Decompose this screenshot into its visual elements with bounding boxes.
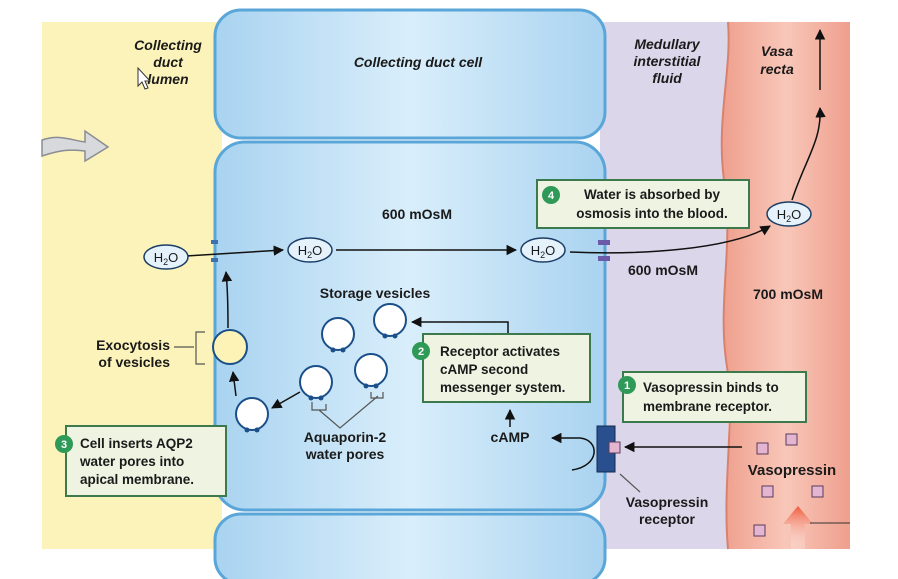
svg-text:H2O: H2O xyxy=(531,243,556,260)
h2o-blood: H2O xyxy=(766,201,812,227)
receptor-pointer xyxy=(619,473,641,493)
exocytosis-arrow-2 xyxy=(221,270,233,329)
water-arrow-3 xyxy=(569,225,771,254)
blood-flow-arrow-1 xyxy=(791,106,826,201)
svg-text:4: 4 xyxy=(548,190,555,202)
h2o-cell-1: H2O xyxy=(287,237,333,263)
vesicle-move-arrow xyxy=(271,391,301,409)
blood-osmolarity: 700 mOsM xyxy=(753,286,823,302)
svg-text:3: 3 xyxy=(61,439,67,451)
vasopressin-molecules xyxy=(753,433,824,537)
svg-text:2: 2 xyxy=(418,346,424,358)
svg-text:H2O: H2O xyxy=(777,207,802,224)
svg-text:H2O: H2O xyxy=(154,250,179,267)
vesicle xyxy=(299,365,333,401)
water-arrow-1 xyxy=(185,245,285,257)
fusing-vesicle xyxy=(212,329,248,365)
exocytosis-bracket xyxy=(174,331,205,365)
cell-label: Collecting duct cell xyxy=(354,54,483,70)
interstitial-osmolarity: 600 mOsM xyxy=(628,262,698,278)
vasa-recta-wall xyxy=(720,21,731,550)
h2o-cell-2: H2O xyxy=(520,237,566,263)
vesicle xyxy=(373,303,407,339)
svg-text:H2O: H2O xyxy=(298,243,323,260)
upper-cell xyxy=(213,8,607,140)
h2o-lumen: H2O xyxy=(143,244,189,270)
svg-text:1: 1 xyxy=(624,380,630,392)
lumen-flow-arrow xyxy=(41,129,110,163)
receptor-to-camp-arrow xyxy=(550,432,595,471)
camp-label: cAMP xyxy=(491,429,530,445)
mouse-cursor-icon xyxy=(137,66,152,90)
apical-pore xyxy=(211,240,218,262)
exocytosis-arrow-1 xyxy=(228,370,240,397)
vasopressin-label: Vasopressin xyxy=(748,462,836,479)
vesicle xyxy=(235,397,269,433)
vasopressin-entry-arrow xyxy=(783,506,813,549)
bound-vasopressin xyxy=(608,441,621,454)
camp-to-vesicle-arrow xyxy=(410,316,509,334)
interstitial-region xyxy=(600,22,728,549)
vesicle xyxy=(354,353,388,389)
basolateral-pore xyxy=(598,240,610,261)
lower-cell xyxy=(213,512,607,579)
storage-vesicles-label: Storage vesicles xyxy=(320,285,431,301)
aquaporin-pointer xyxy=(311,392,384,429)
vesicle xyxy=(321,317,355,353)
cell-osmolarity: 600 mOsM xyxy=(382,206,452,222)
